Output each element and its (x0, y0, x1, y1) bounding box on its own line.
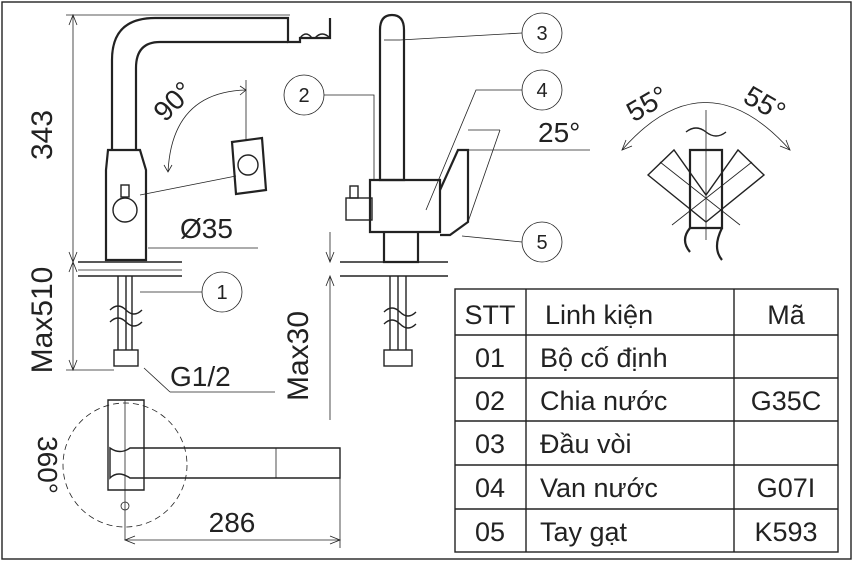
top-view: 360° 286 (32, 399, 342, 548)
table-row-5-stt: 05 (475, 517, 505, 547)
dim-spout-length-label: 286 (209, 507, 256, 538)
callout-1: 1 (216, 282, 227, 304)
table-row-4-component: Van nước (540, 473, 658, 503)
table-row-5-component: Tay gạt (540, 517, 628, 547)
callout-3: 3 (536, 23, 547, 45)
table-header-stt: STT (465, 300, 516, 330)
table-row-1-stt: 01 (475, 343, 505, 373)
table-row-2-component: Chia nước (540, 386, 667, 416)
dim-diameter-label: Ø35 (180, 213, 233, 244)
dim-handle-left-label: 55° (621, 80, 673, 128)
table-row-3-stt: 03 (475, 429, 505, 459)
handle-angle-view: 55° 55° (621, 80, 791, 261)
callout-5: 5 (536, 232, 547, 254)
table-row-4-stt: 04 (475, 473, 505, 503)
table-row-3-component: Đầu vòi (540, 429, 632, 459)
callout-2: 2 (298, 85, 309, 107)
table-header-component: Linh kiện (545, 300, 653, 330)
dim-thread-label: G1/2 (170, 361, 231, 392)
callout-4: 4 (536, 80, 547, 102)
dim-handle-tilt-label: 25° (538, 117, 580, 148)
parts-table: STT Linh kiện Mã 01 Bộ cố định 02 Chia n… (454, 288, 839, 553)
table-row-2-stt: 02 (475, 386, 505, 416)
dim-rotation-label: 90° (147, 75, 199, 127)
left-faucet-view: 343 90° Ø35 Max510 (26, 13, 332, 393)
dim-spout-rotation-label: 360° (32, 436, 63, 494)
table-header-code: Mã (767, 300, 805, 330)
dim-height-label: 343 (26, 110, 59, 160)
dim-max-hose-label: Max510 (26, 267, 59, 374)
dim-max-thickness-label: Max30 (282, 311, 315, 401)
table-row-2-code: G35C (751, 386, 822, 416)
dim-handle-right-label: 55° (739, 80, 791, 128)
front-faucet-view: Max30 2 3 4 25° 5 (282, 12, 590, 420)
table-row-4-code: G07I (757, 473, 816, 503)
table-row-5-code: K593 (754, 517, 817, 547)
table-row-1-component: Bộ cố định (540, 343, 668, 373)
